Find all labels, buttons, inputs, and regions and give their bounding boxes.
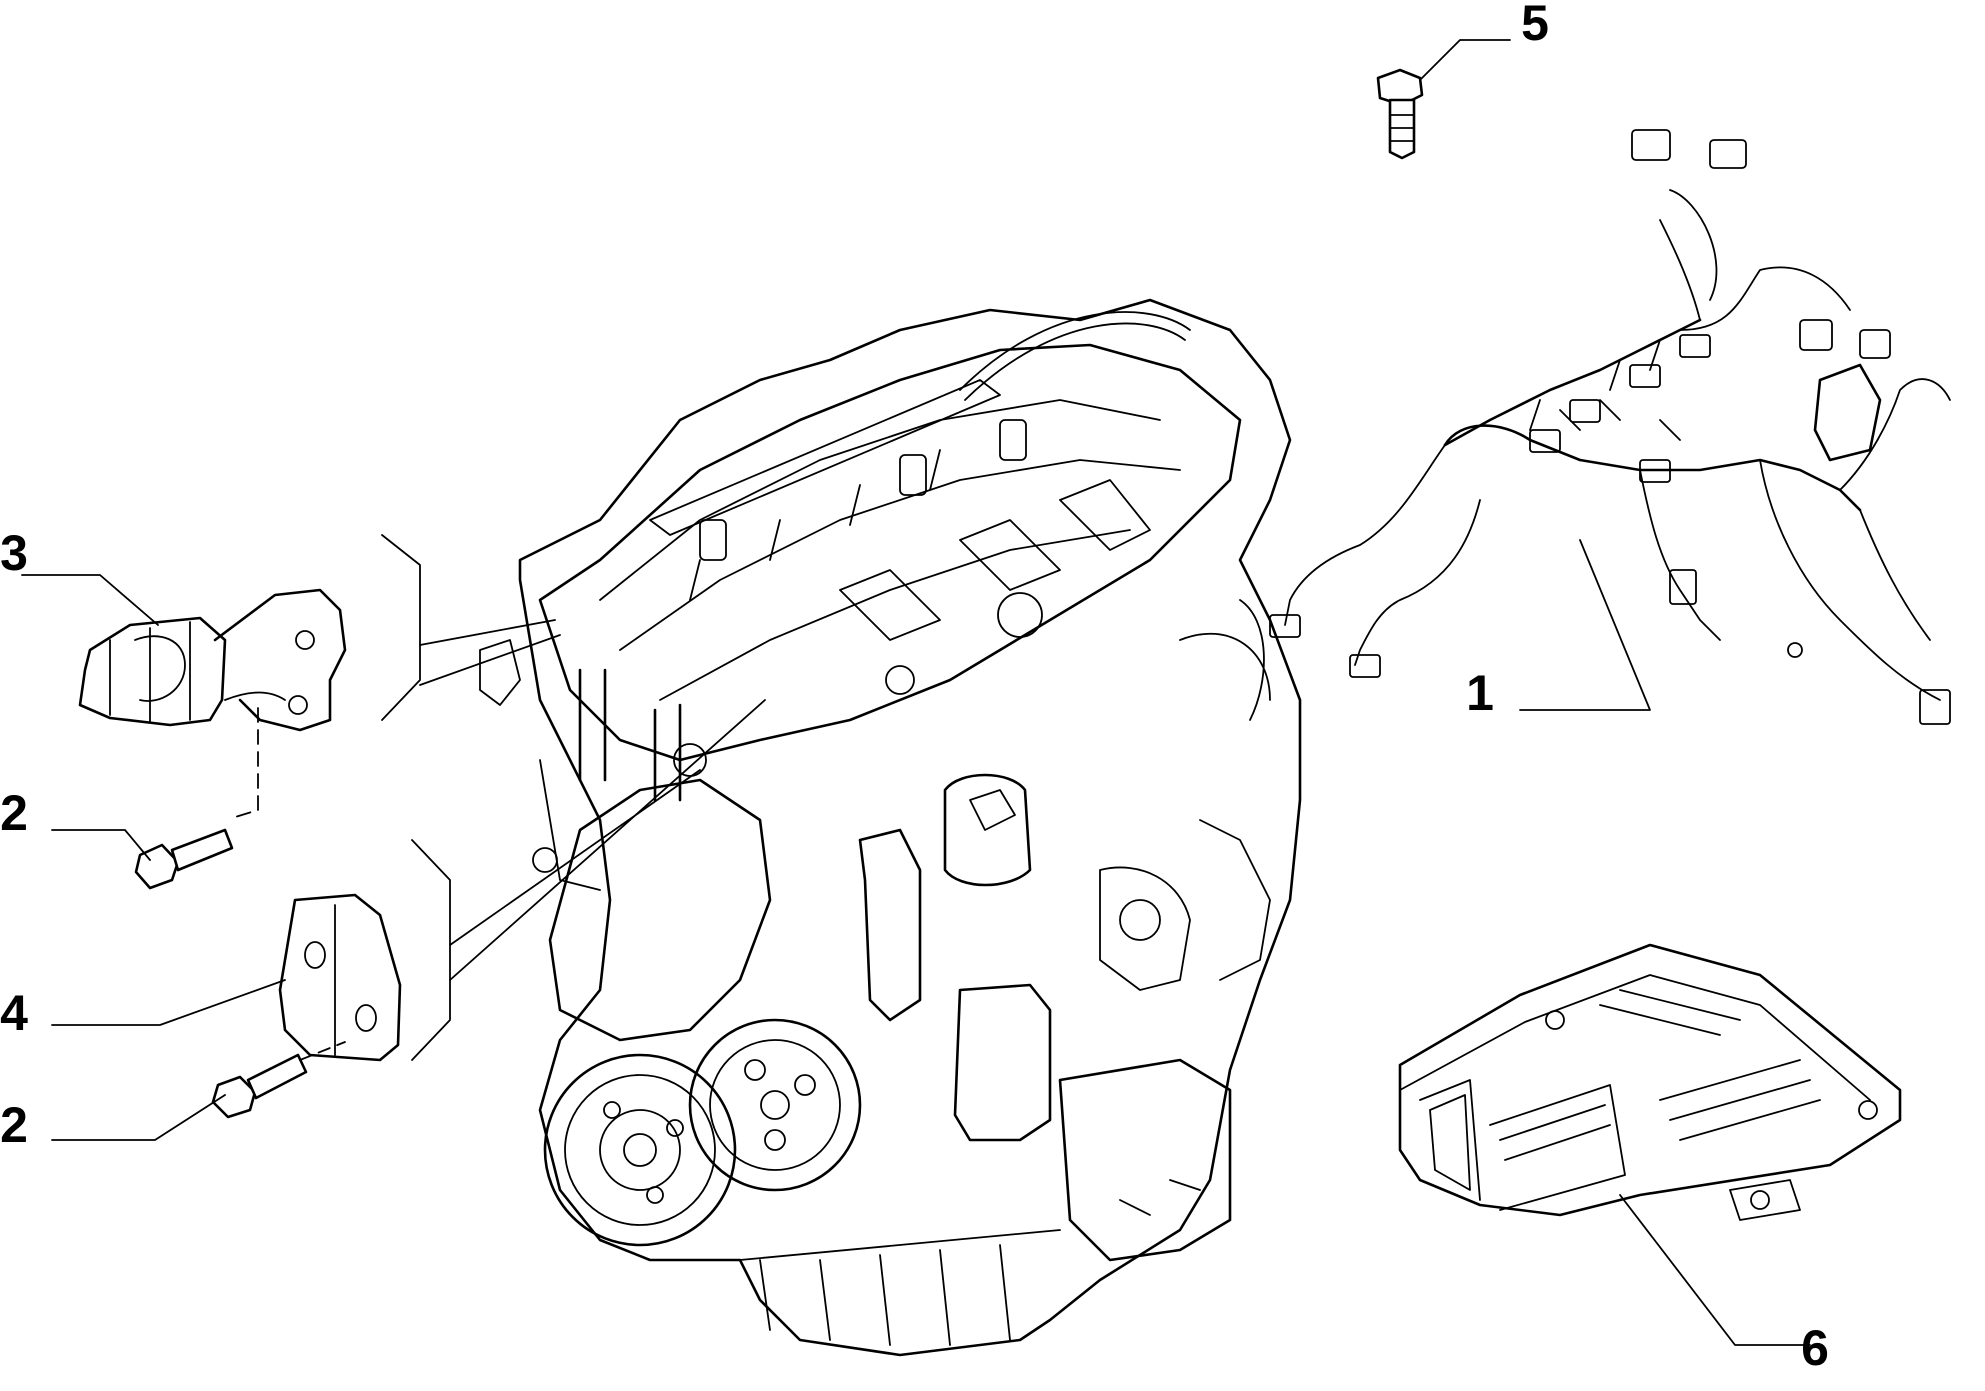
part-2-bolt-upper <box>134 828 234 890</box>
callout-1: 1 <box>1466 665 1494 721</box>
part-6-engine-control-unit <box>1398 943 1902 1221</box>
callout-2-lower: 2 <box>0 1097 28 1153</box>
part-3-connector-bracket <box>78 588 347 732</box>
leader-lines <box>21 39 1811 1346</box>
callout-6: 6 <box>1801 1320 1829 1376</box>
callout-5: 5 <box>1521 0 1549 51</box>
part-1-wiring-harness <box>1269 129 1951 725</box>
part-5-flange-bolt <box>1376 68 1424 160</box>
callout-2-upper: 2 <box>0 785 28 841</box>
part-4-plate-bracket <box>278 893 402 1062</box>
part-2-bolt-lower <box>211 1053 308 1119</box>
callout-3: 3 <box>0 525 28 581</box>
callout-4: 4 <box>0 985 28 1041</box>
callout-labels: 1 2 2 3 4 5 6 <box>0 0 1829 1376</box>
engine-assembly <box>479 298 1302 1357</box>
